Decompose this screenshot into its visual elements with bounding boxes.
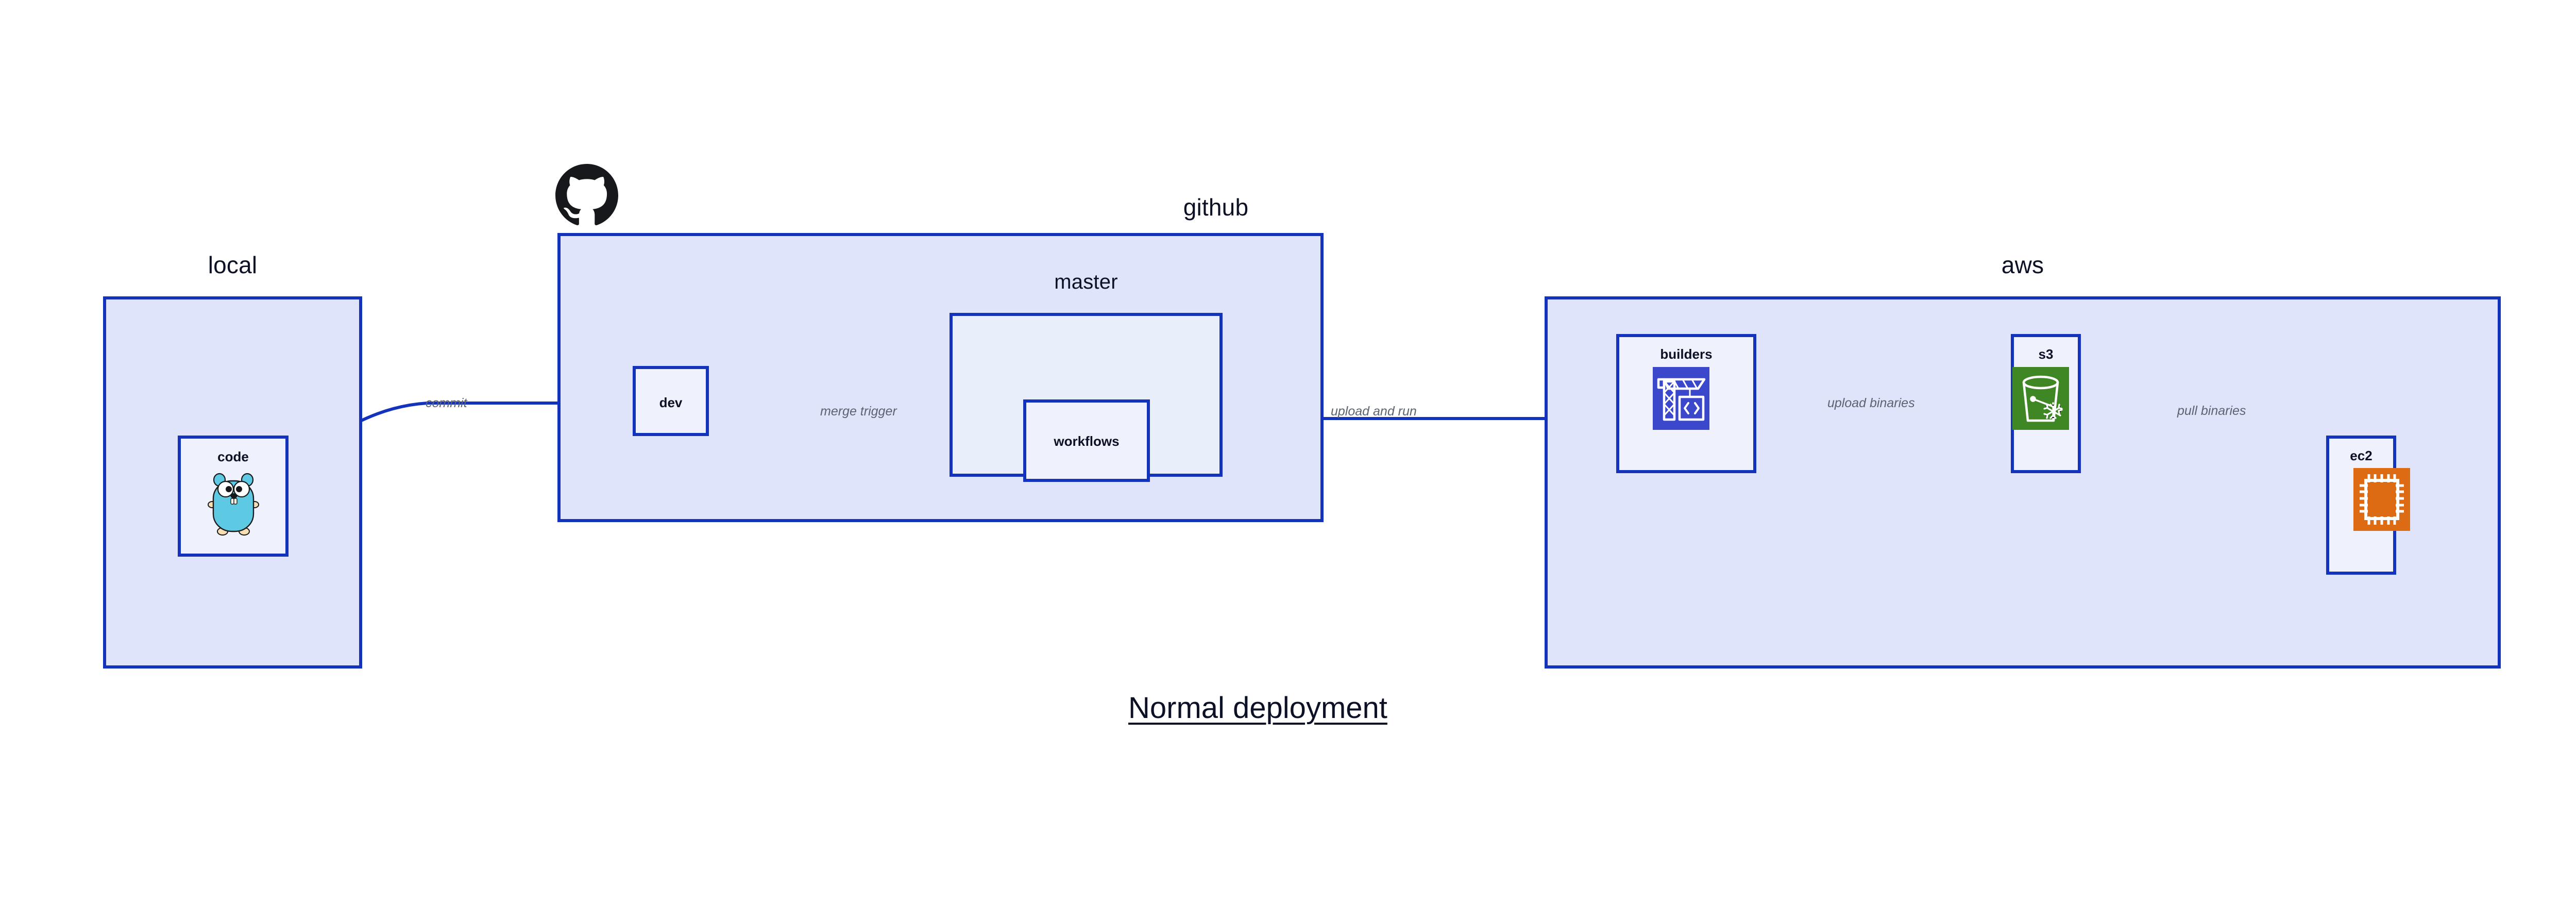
edge-label-upload-and-run: upload and run <box>1331 404 1417 419</box>
node-label-dev: dev <box>659 395 683 410</box>
github-octocat-logo <box>555 164 618 225</box>
edge-label-commit: commit <box>426 396 467 410</box>
node-box-dev[interactable]: dev <box>633 366 709 436</box>
aws-ec2-icon <box>2353 468 2410 531</box>
group-label-aws: aws <box>2001 252 2044 278</box>
edge-label-merge-trigger: merge trigger <box>820 404 897 419</box>
group-label-master: master <box>1054 271 1118 293</box>
node-label-builders: builders <box>1660 346 1713 362</box>
aws-codebuild-icon <box>1653 367 1709 430</box>
edge-label-pull-binaries: pull binaries <box>2177 404 2246 418</box>
node-box-workflows[interactable]: workflows <box>1023 399 1150 482</box>
edge-label-upload-binaries: upload binaries <box>1827 396 1915 410</box>
node-label-workflows: workflows <box>1054 433 1120 449</box>
group-label-github: github <box>1183 194 1249 221</box>
aws-s3-glacier-icon <box>2012 367 2069 430</box>
group-label-local: local <box>208 252 258 278</box>
node-label-code: code <box>217 449 249 464</box>
node-label-ec2: ec2 <box>2350 448 2372 463</box>
go-gopher-icon <box>208 473 259 536</box>
node-box-code[interactable]: code <box>178 436 289 557</box>
node-label-s3: s3 <box>2038 346 2054 362</box>
diagram-caption: Normal deployment <box>1128 691 1387 725</box>
